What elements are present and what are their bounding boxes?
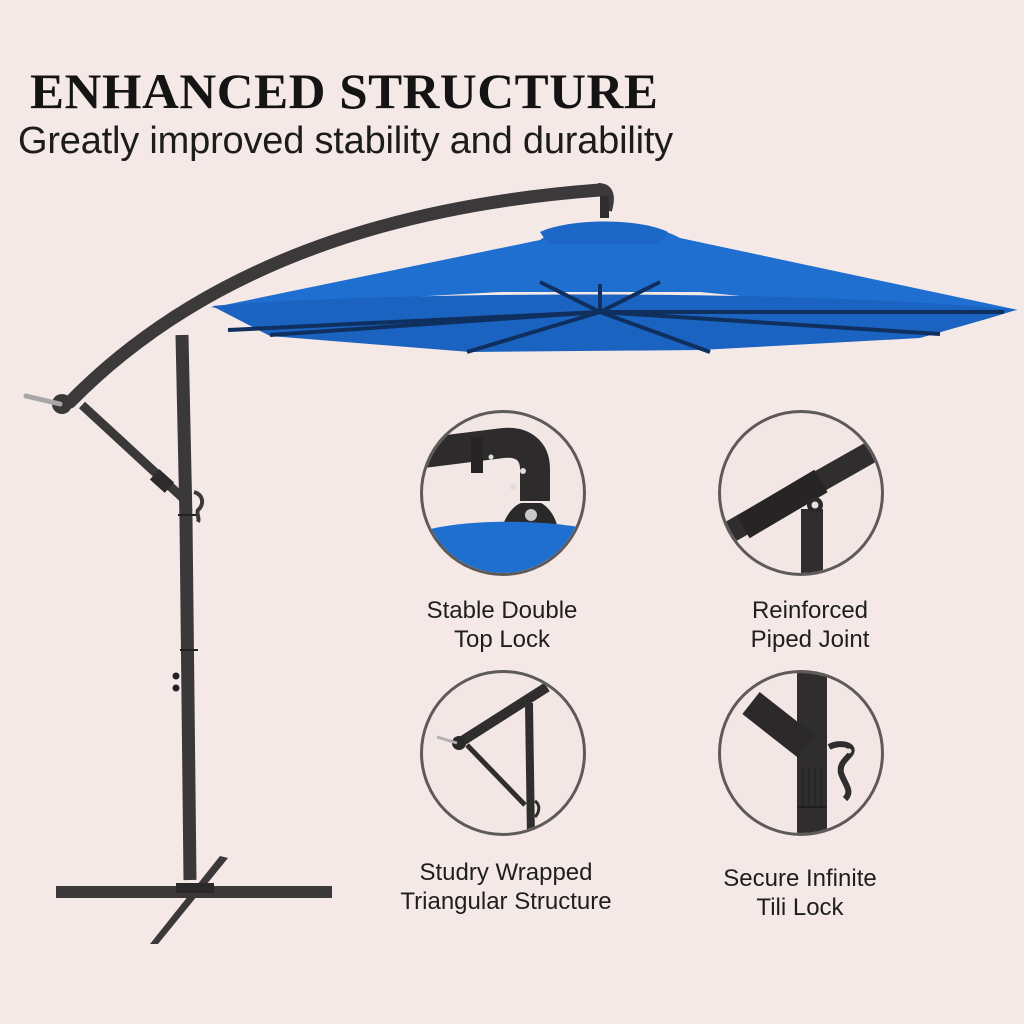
piped-joint-icon — [721, 433, 881, 573]
double-top-lock-icon — [423, 427, 583, 573]
subheadline: Greatly improved stability and durabilit… — [18, 120, 673, 162]
main-pole — [175, 334, 197, 881]
feature-caption-tilt-lock: Secure Infinite Tili Lock — [660, 864, 940, 922]
feature-caption-line1: Secure Infinite — [723, 865, 877, 892]
feature-caption-line1: Reinforced — [751, 597, 869, 624]
headline: ENHANCED STRUCTURE — [30, 63, 659, 119]
canopy-underside — [212, 294, 1016, 352]
tilt-hook — [193, 490, 205, 523]
crank-handle — [23, 393, 63, 407]
feature-circle-tilt-lock — [718, 670, 884, 836]
tilt-lock-icon — [742, 673, 855, 833]
feature-caption-line1: Studry Wrapped — [419, 859, 593, 886]
feature-caption-triangular-structure: Studry Wrapped Triangular Structure — [366, 858, 646, 916]
feature-caption-line2: Top Lock — [453, 626, 551, 653]
feature-caption-double-top-lock: Stable Double Top Lock — [362, 596, 642, 654]
feature-caption-line2: Triangular Structure — [400, 888, 612, 915]
feature-caption-line2: Tili Lock — [756, 894, 844, 921]
curved-arm — [63, 183, 607, 409]
canopy-top — [210, 225, 1018, 318]
feature-circle-piped-joint — [718, 410, 884, 576]
feature-circle-double-top-lock — [420, 410, 586, 576]
feature-caption-line1: Stable Double — [426, 597, 578, 624]
triangular-structure-icon — [436, 682, 550, 833]
feature-circle-triangular-structure — [420, 670, 586, 836]
cross-base — [56, 856, 332, 944]
feature-caption-piped-joint: Reinforced Piped Joint — [670, 596, 950, 654]
feature-caption-line2: Piped Joint — [750, 626, 870, 653]
